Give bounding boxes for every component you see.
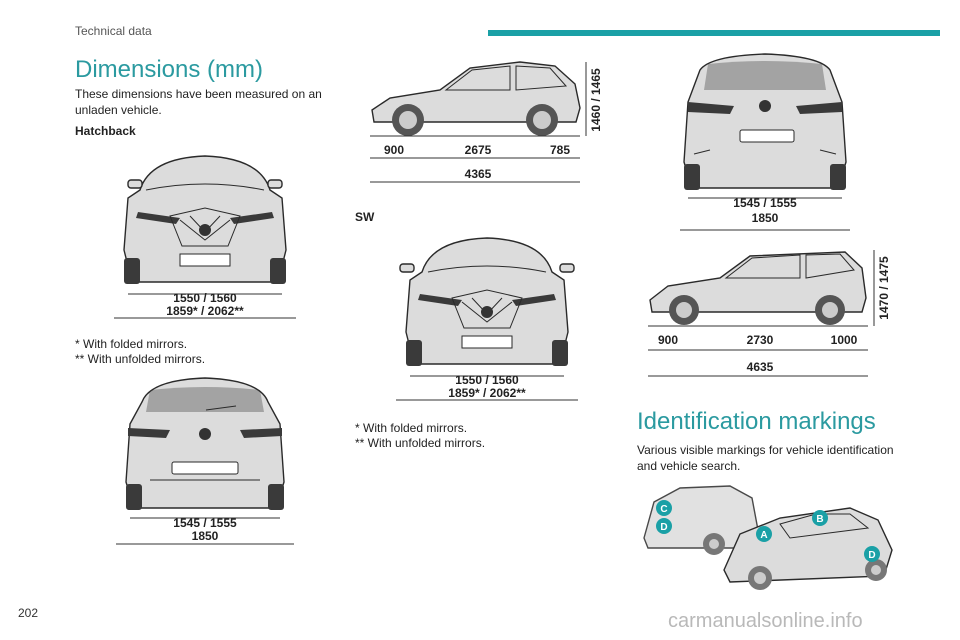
hatchback-length: 4365 [465,167,492,181]
sw-rear-overhang: 1000 [831,333,858,347]
sw-footnote-unfolded: ** With unfolded mirrors. [355,436,486,450]
hatchback-front-track: 1550 / 1560 [173,291,237,305]
svg-text:A: A [760,530,767,541]
hatchback-height: 1460 / 1465 [589,68,603,132]
marker-d2-icon: D [864,546,880,562]
sw-rear-diagram: 1545 / 1555 1850 [680,53,850,231]
marker-a-icon: A [756,526,772,542]
hatchback-side-diagram: 900 2675 785 4365 1460 / 1465 [370,61,603,183]
hatchback-front-width: 1859* / 2062** [166,304,244,318]
identification-diagram: C D A B D [643,485,893,590]
hatchback-rear-width: 1850 [192,529,219,543]
hatchback-front-overhang: 900 [384,143,404,157]
page-number: 202 [18,606,39,620]
sw-wheelbase: 2730 [747,333,774,347]
svg-text:D: D [868,550,875,561]
identification-title: Identification markings [637,408,876,435]
hatchback-rear-diagram: 1545 / 1555 1850 [116,377,294,545]
sw-rear-width: 1850 [752,211,779,225]
dimensions-intro: These dimensions have been measured on a… [75,87,322,117]
sw-label: SW [355,210,375,224]
sw-side-diagram: 900 2730 1000 4635 1470 / 1475 [648,250,891,377]
sw-front-overhang: 900 [658,333,678,347]
watermark: carmanualsonline.info [668,610,863,632]
identification-text: Various visible markings for vehicle ide… [637,443,894,473]
svg-text:D: D [660,522,667,533]
running-header: Technical data [75,24,152,38]
marker-c-icon: C [656,500,672,516]
marker-b-icon: B [812,510,828,526]
svg-text:C: C [660,504,667,515]
header-accent-bar [488,30,940,36]
hatchback-front-diagram: 1550 / 1560 1859* / 2062** [114,155,296,319]
sw-front-diagram: 1550 / 1560 1859* / 2062** [396,237,578,401]
sw-rear-track: 1545 / 1555 [733,196,797,210]
sw-height: 1470 / 1475 [877,256,891,320]
sw-front-width: 1859* / 2062** [448,386,526,400]
hatchback-rear-overhang: 785 [550,143,570,157]
hatchback-footnote-folded: * With folded mirrors. [75,337,188,351]
dimensions-title: Dimensions (mm) [75,56,264,83]
hatchback-label: Hatchback [75,124,136,138]
svg-text:B: B [816,514,823,525]
hatchback-rear-track: 1545 / 1555 [173,516,237,530]
sw-footnote-folded: * With folded mirrors. [355,421,468,435]
marker-d-icon: D [656,518,672,534]
hatchback-footnote-unfolded: ** With unfolded mirrors. [75,352,206,366]
hatchback-wheelbase: 2675 [465,143,492,157]
sw-length: 4635 [747,360,774,374]
sw-front-track: 1550 / 1560 [455,373,519,387]
